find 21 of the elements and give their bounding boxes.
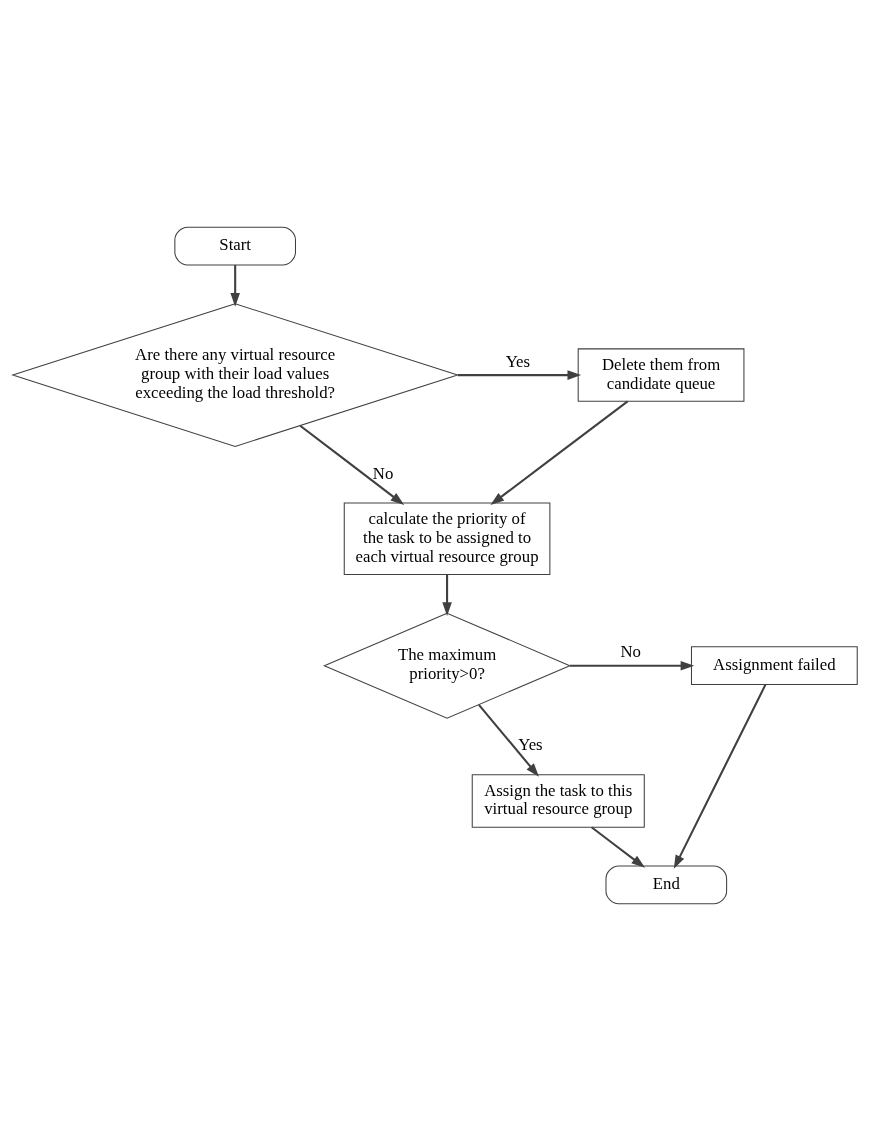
node-diamond: Are there any virtual resource group with their load values exceeding the load threshold? bbox=[11, 303, 460, 447]
node-box: Delete them from candidate queue bbox=[577, 348, 745, 402]
node-diamond: The maximum priority>0? bbox=[323, 612, 572, 719]
node-box: End bbox=[605, 865, 728, 905]
node-box: Start bbox=[174, 226, 296, 266]
arrow bbox=[457, 370, 582, 380]
node-box: calculate the priority of the task to be assigned to each virtual resource group bbox=[343, 502, 551, 575]
edge-label: Yes bbox=[505, 351, 531, 371]
node-box: Assignment failed bbox=[690, 646, 858, 686]
edge-label: No bbox=[372, 463, 394, 483]
node-box: Assign the task to this virtual resource group bbox=[471, 774, 645, 828]
arrow bbox=[673, 684, 767, 869]
arrow bbox=[299, 424, 405, 505]
edge-label: No bbox=[620, 642, 641, 662]
arrow bbox=[569, 660, 695, 671]
edge-label: Yes bbox=[518, 735, 543, 755]
arrow bbox=[490, 400, 629, 505]
arrow bbox=[230, 265, 240, 307]
arrow bbox=[590, 826, 646, 868]
arrow bbox=[442, 574, 452, 616]
arrow bbox=[478, 704, 539, 777]
